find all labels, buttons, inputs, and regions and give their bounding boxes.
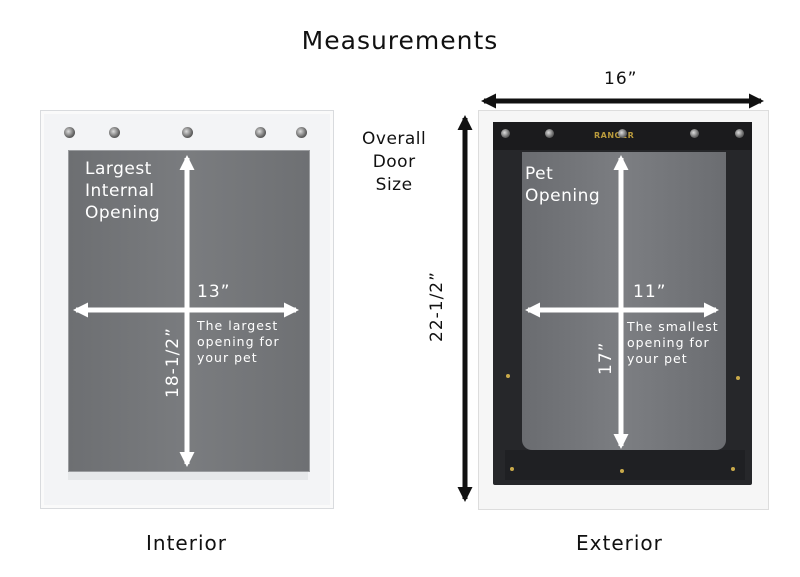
- exterior-width-value: 11”: [633, 282, 667, 302]
- label-line: Size: [375, 175, 413, 195]
- interior-note: The largest opening for your pet: [197, 318, 280, 366]
- note-line: your pet: [197, 350, 258, 365]
- pet-opening-label: Pet Opening: [525, 163, 600, 207]
- label-line: Overall: [362, 129, 427, 149]
- screw-icon: [64, 127, 75, 138]
- note-line: The smallest: [627, 319, 719, 334]
- interior-width-value: 13”: [197, 282, 231, 302]
- screw-icon: [296, 127, 307, 138]
- overall-width-value: 16”: [604, 69, 638, 89]
- diagram-title: Measurements: [301, 26, 499, 55]
- rivet-icon: [620, 469, 624, 473]
- label-line: Largest: [85, 159, 152, 179]
- interior-height-value: 18-1/2”: [163, 327, 183, 398]
- exterior-caption: Exterior: [576, 531, 663, 555]
- screw-icon: [690, 129, 699, 138]
- overall-size-label: Overall Door Size: [362, 128, 426, 197]
- screw-icon: [255, 127, 266, 138]
- overall-height-value: 22-1/2”: [427, 271, 447, 342]
- screw-icon: [735, 129, 744, 138]
- screw-icon: [501, 129, 510, 138]
- interior-opening-label: Largest Internal Opening: [85, 158, 160, 224]
- screw-icon: [545, 129, 554, 138]
- label-line: Internal: [85, 181, 155, 201]
- label-line: Opening: [525, 186, 601, 206]
- rivet-icon: [736, 376, 740, 380]
- ranger-logo: RANGER: [594, 131, 635, 140]
- interior-sill: [68, 470, 308, 480]
- screw-icon: [182, 127, 193, 138]
- label-line: Opening: [85, 203, 161, 223]
- label-line: Pet: [525, 164, 554, 184]
- exterior-height-value: 17”: [596, 341, 616, 375]
- exterior-bottom-panel: [505, 450, 745, 480]
- note-line: your pet: [627, 351, 688, 366]
- note-line: opening for: [627, 335, 710, 350]
- rivet-icon: [510, 467, 514, 471]
- rivet-icon: [731, 467, 735, 471]
- note-line: opening for: [197, 334, 280, 349]
- rivet-icon: [506, 374, 510, 378]
- exterior-note: The smallest opening for your pet: [627, 319, 719, 367]
- label-line: Door: [372, 152, 416, 172]
- screw-icon: [109, 127, 120, 138]
- interior-caption: Interior: [146, 531, 227, 555]
- screw-icon: [618, 129, 627, 138]
- note-line: The largest: [197, 318, 279, 333]
